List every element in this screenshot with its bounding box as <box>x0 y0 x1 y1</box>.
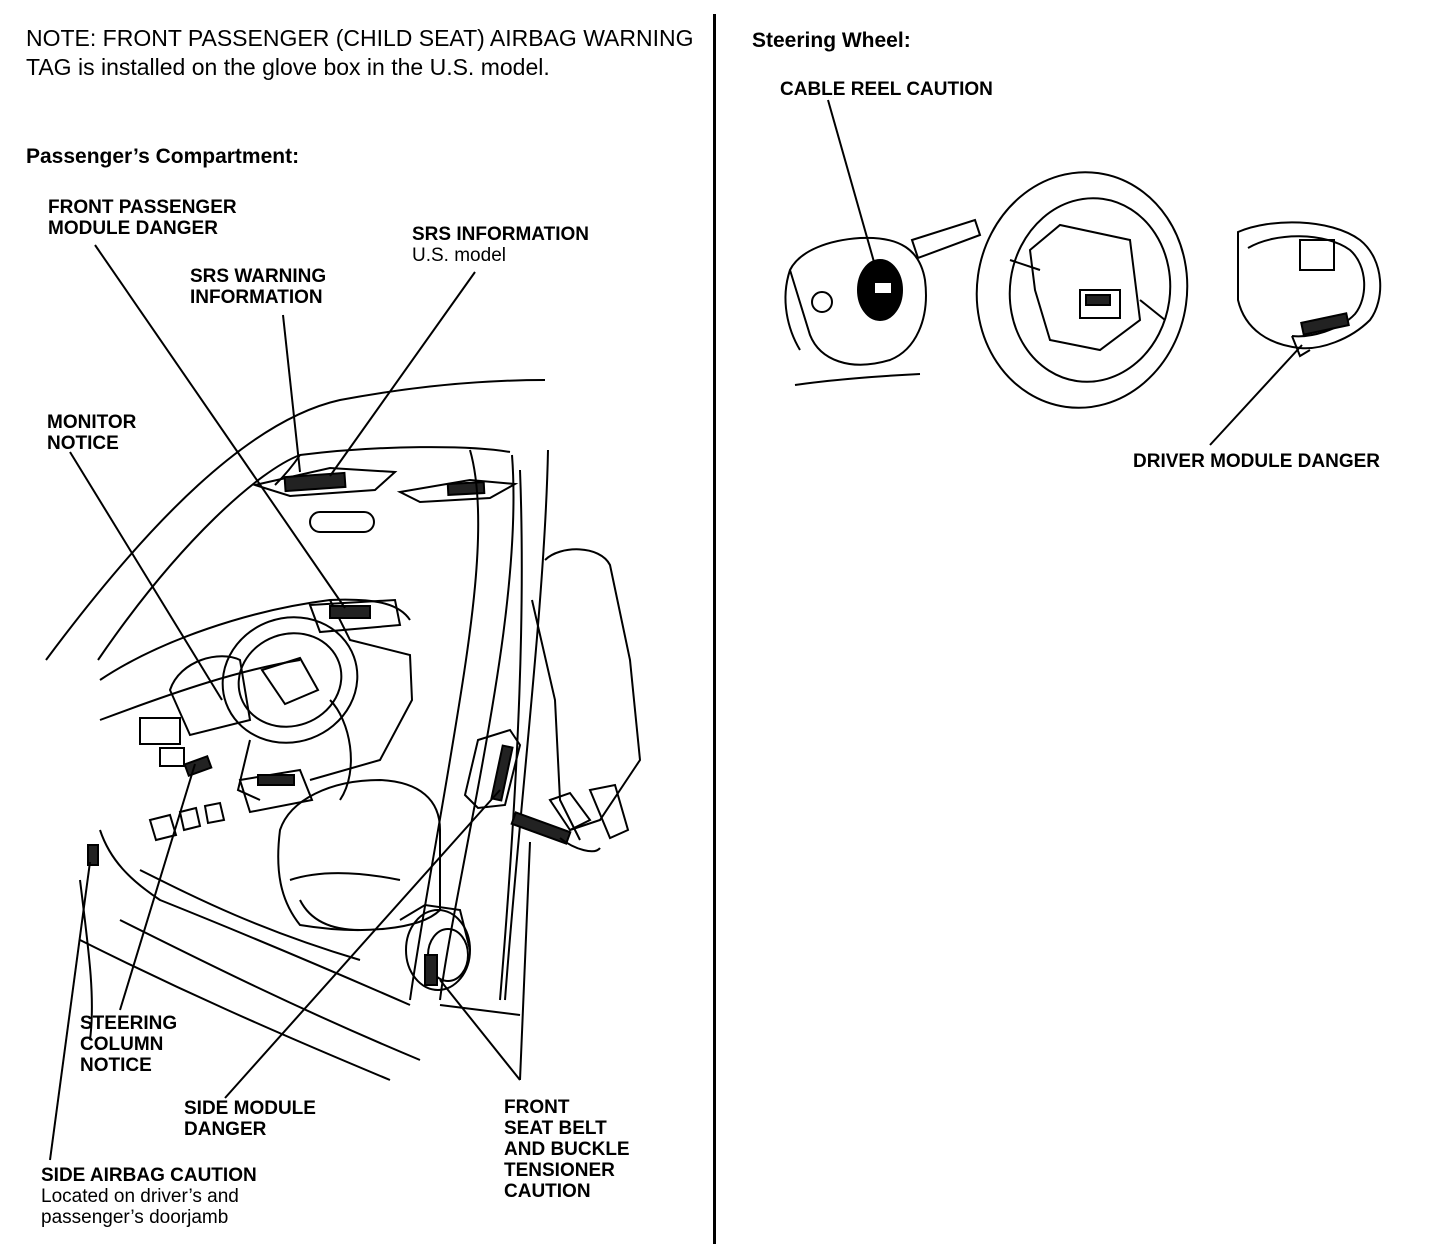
passenger-compartment-heading: Passenger’s Compartment: <box>26 145 300 168</box>
cable-reel-caution-label: CABLE REEL CAUTION <box>780 79 993 100</box>
steering-column-notice-label: STEERING COLUMN NOTICE <box>80 1013 178 1076</box>
driver-module-danger-label: DRIVER MODULE DANGER <box>1133 451 1381 472</box>
monitor-notice-label: MONITOR NOTICE <box>47 412 137 454</box>
front-passenger-module-danger-label: FRONT PASSENGER MODULE DANGER <box>48 197 237 239</box>
steering-wheel-heading: Steering Wheel: <box>752 29 911 52</box>
side-module-danger-label: SIDE MODULE DANGER <box>184 1098 316 1140</box>
column-divider <box>713 14 716 1244</box>
side-airbag-caution-label: SIDE AIRBAG CAUTION Located on driver’s … <box>41 1165 257 1228</box>
srs-information-label: SRS INFORMATION U.S. model <box>412 224 589 266</box>
note-text: NOTE: FRONT PASSENGER (CHILD SEAT) AIRBA… <box>26 25 694 80</box>
srs-warning-information-label: SRS WARNING INFORMATION <box>190 266 327 308</box>
front-seat-belt-tensioner-caution-label: FRONT SEAT BELT AND BUCKLE TENSIONER CAU… <box>504 1097 630 1202</box>
steering-leader-lines <box>828 100 1302 445</box>
car-interior-drawing <box>46 380 640 1080</box>
steering-wheel-drawing <box>785 159 1380 422</box>
callout-leader-lines <box>50 245 530 1160</box>
